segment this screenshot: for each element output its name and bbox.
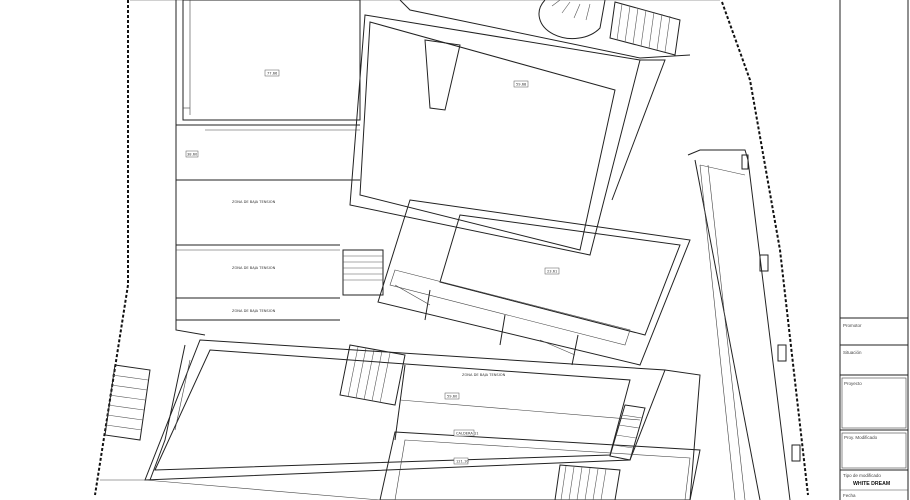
stair-lower-right (609, 404, 646, 461)
block-bottom-inner (394, 439, 691, 500)
block-rotated-mid-outer (377, 199, 691, 366)
label-room-mid: 23.61 (544, 267, 560, 275)
road-edge-4 (707, 164, 746, 500)
label-room-top: 77.66 (264, 69, 280, 77)
title-project-name: WHITE DREAM (853, 481, 890, 487)
mid-divider-3 (571, 334, 579, 366)
title-proyecto: Proyecto (844, 381, 862, 386)
title-situacion: Situación (843, 350, 862, 355)
site-boundary-right (721, 1, 809, 496)
label-hall-1: ZONA DE BAJA TENSION (232, 200, 276, 204)
stair-bottom (554, 464, 621, 500)
spiral-stair (538, 0, 606, 40)
mid-divider-1 (424, 289, 431, 321)
stair-center (339, 344, 406, 406)
stair-lower-left (104, 364, 151, 441)
road-edge-1 (687, 149, 791, 500)
label-center-3: CALDERA 11 (453, 429, 479, 437)
label-bottom-room: 121.10 (453, 457, 469, 465)
stair-left-mid-steps (343, 255, 383, 281)
title-modificado: Proy. Modificado (844, 435, 878, 440)
label-center-2-text: 59.60 (447, 395, 458, 399)
post-3 (777, 344, 787, 362)
road-diagonal (699, 164, 746, 176)
mid-divider-2 (499, 314, 506, 346)
label-room-mid-text: 23.61 (547, 270, 557, 274)
label-hall-2: ZONA DE BAJA TENSION (232, 266, 276, 270)
label-small-left: 38.60 (185, 150, 199, 158)
lower-left-edge2 (174, 359, 191, 431)
label-hall-3: ZONA DE BAJA TENSION (232, 309, 276, 313)
block-lower-outer (144, 339, 666, 481)
block-rotated-top-inner (359, 21, 616, 251)
label-bottom-room-text: 121.10 (456, 460, 469, 464)
block-bottom (379, 431, 701, 500)
lower-left-edge (149, 344, 186, 481)
block-lower-inner (154, 349, 631, 471)
block-rotated-top-outer (349, 14, 641, 256)
site-boundary-left (94, 0, 129, 496)
block-rotated-mid-inner (439, 214, 681, 336)
left-zone-outer (175, 0, 206, 336)
label-center-3-text: CALDERA 11 (456, 432, 479, 436)
lower-divider-1 (394, 364, 406, 441)
stair-top-right (609, 1, 681, 56)
block-rotated-mid-band (389, 269, 631, 346)
title-tipo: Tipo de modificado (843, 473, 881, 478)
block-rotated-top-wing2 (611, 59, 666, 201)
bottom-left-edge (100, 479, 381, 500)
title-block (839, 0, 909, 500)
post-1 (741, 154, 749, 170)
label-small-left-text: 38.60 (187, 153, 198, 157)
title-fecha: Fecha (843, 493, 856, 498)
bottom-right-edge (664, 369, 701, 500)
mid-cross-2 (539, 339, 576, 356)
label-center-1: ZONA DE BAJA TENSION (462, 373, 506, 377)
label-room-rot-text: 59.68 (516, 83, 527, 87)
stair-left-mid (342, 249, 384, 296)
road-edge-3 (699, 164, 736, 500)
mid-cross-1 (394, 284, 431, 306)
title-promotor: Promotor (843, 323, 862, 328)
label-room-rot: 59.68 (513, 80, 529, 88)
label-room-top-text: 77.66 (267, 72, 278, 76)
label-center-2: 59.60 (444, 392, 460, 400)
block-rotated-top-wing (399, 0, 691, 59)
road-edge-2 (694, 159, 761, 500)
skylight (424, 39, 461, 111)
post-4 (791, 444, 801, 462)
room-top-left (182, 0, 361, 121)
post-2 (759, 254, 769, 272)
lower-divider-2 (399, 399, 641, 421)
